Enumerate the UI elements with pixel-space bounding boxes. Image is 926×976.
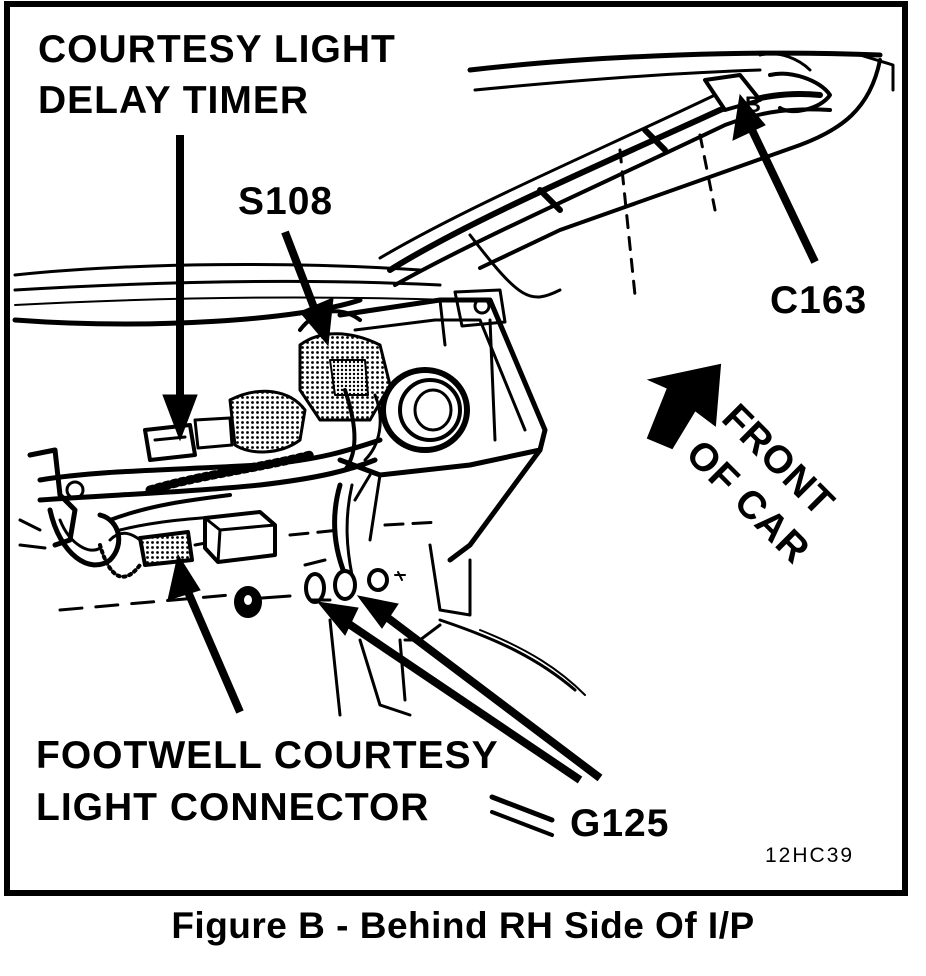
wiring-harness (378, 90, 832, 299)
footwell-label-line1: FOOTWELL COURTESY (36, 734, 499, 777)
figure-caption: Figure B - Behind RH Side Of I/P (171, 905, 754, 946)
left-bracket (18, 447, 122, 568)
g125-arrow-1 (337, 614, 583, 784)
c163-arrow (748, 128, 819, 264)
dash-drawing (12, 50, 895, 837)
duct-housing (337, 288, 548, 563)
s108-splice (298, 309, 392, 472)
g125-ground (303, 473, 406, 604)
s108-arrow (281, 230, 322, 320)
front-of-car-arrow (646, 363, 722, 450)
bolt-fastener (234, 586, 292, 618)
footwell-label-line2: LIGHT CONNECTOR (36, 786, 429, 829)
g125-arrow-2 (377, 608, 603, 782)
relay-block (203, 510, 277, 564)
c163-label: C163 (770, 279, 867, 322)
c163-connector (703, 52, 832, 114)
lower-harness (37, 437, 383, 532)
footwell-arrow (181, 583, 244, 714)
delay-timer-module (143, 389, 307, 462)
trim-line (489, 794, 555, 823)
courtesy-timer-label-line2: DELAY TIMER (38, 79, 309, 122)
g125-label: G125 (570, 802, 669, 845)
callout-arrows (162, 93, 819, 784)
drawing-code: 12HC39 (765, 844, 854, 867)
windshield-edge (467, 50, 883, 73)
dash-top-edge (13, 263, 422, 277)
labels: COURTESY LIGHT DELAY TIMER S108 C163 FRO… (36, 28, 867, 867)
s108-label: S108 (238, 180, 333, 223)
connector-pin-label: B (745, 92, 761, 117)
kick-panel (328, 543, 586, 717)
courtesy-timer-label-line1: COURTESY LIGHT (38, 28, 396, 71)
figure-border (4, 1, 908, 896)
